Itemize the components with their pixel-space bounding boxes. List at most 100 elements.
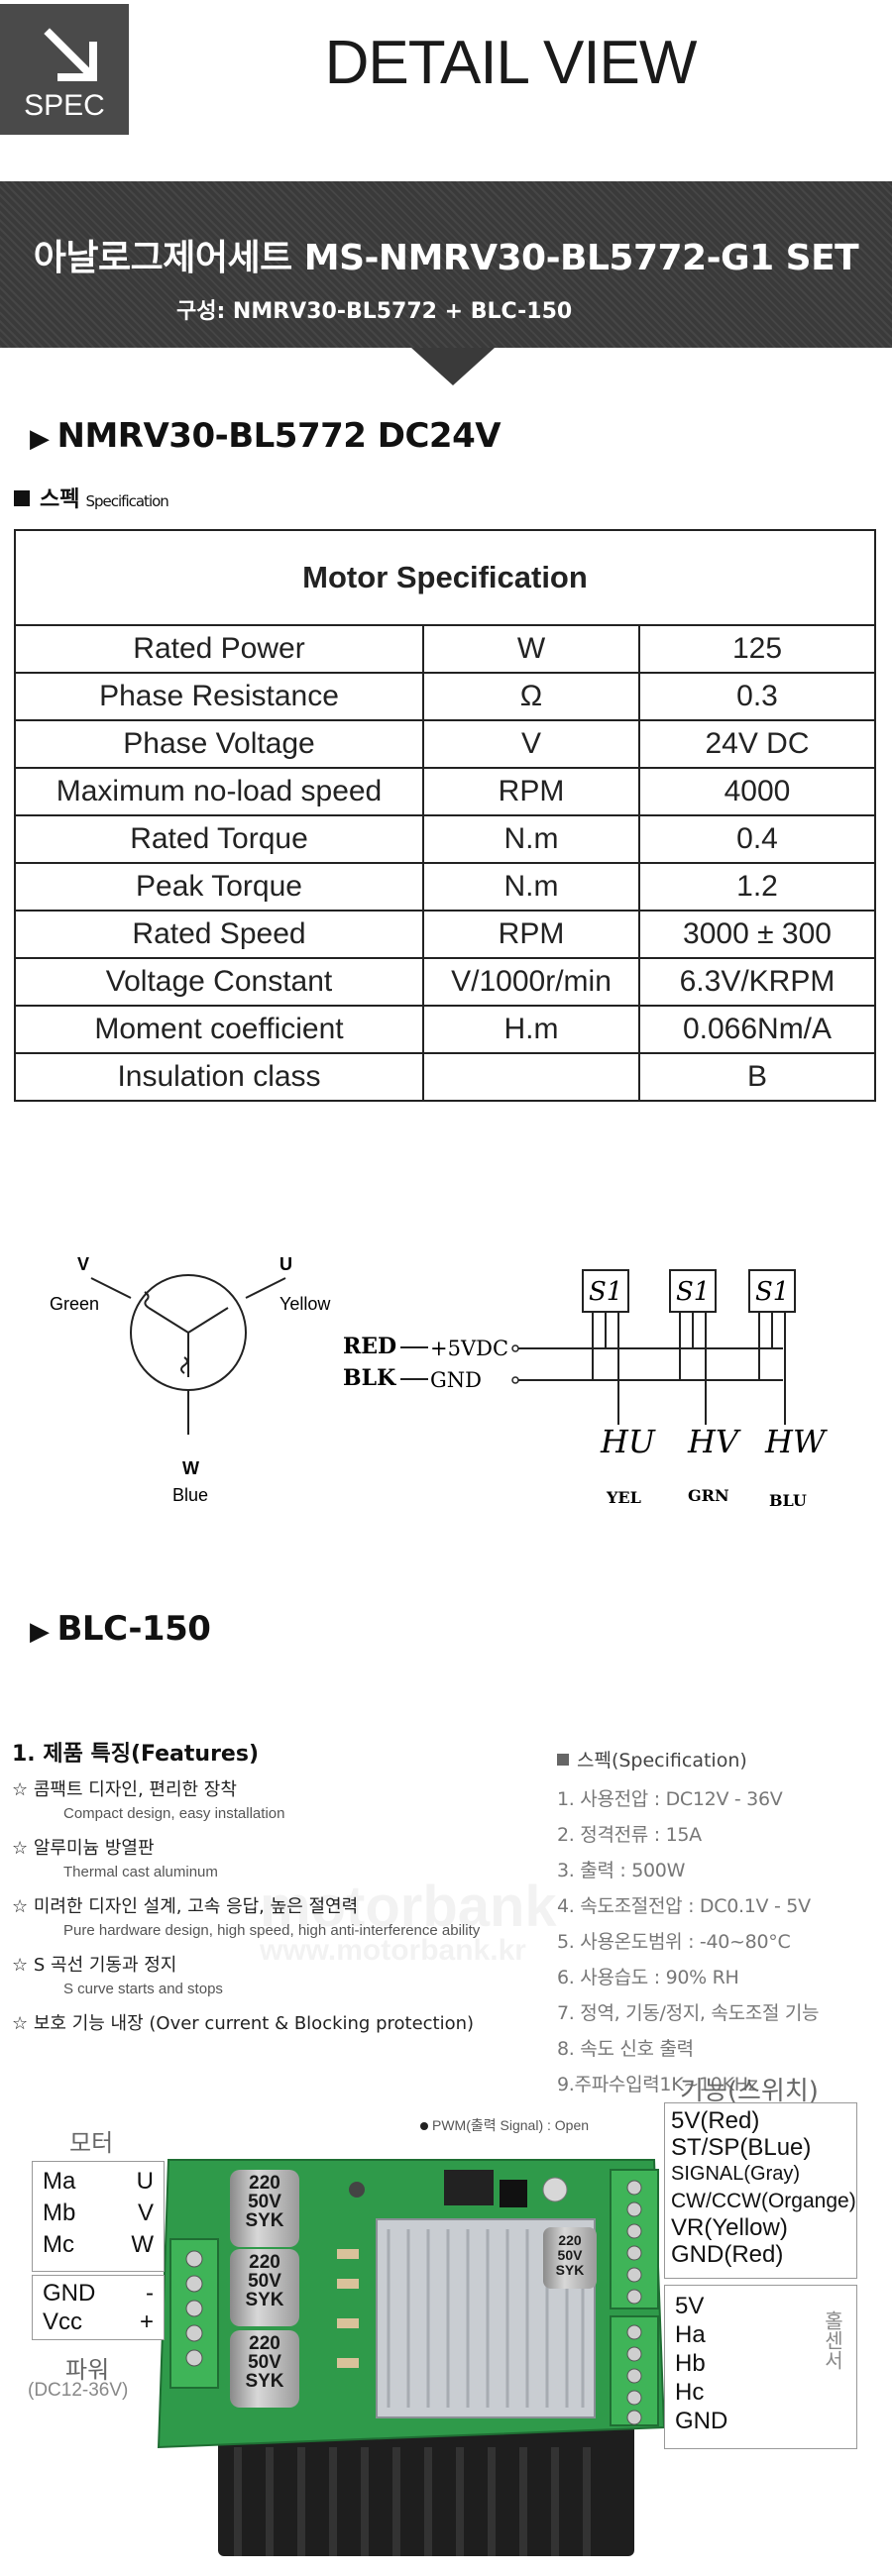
capacitor-4: 220 50V SYK [543, 2227, 597, 2289]
wire-gnd-label: GND [430, 1368, 482, 1392]
motor-heading-text: NMRV30-BL5772 DC24V [56, 416, 502, 456]
motor-terminal-box: Ma U Mb V Mc W [32, 2161, 165, 2272]
spec-value: 125 [638, 624, 876, 674]
terminal-name: GND [43, 2280, 96, 2307]
function-terminal-row: GND(Red) [671, 2241, 784, 2268]
blc-heading-text: BLC-150 [56, 1609, 211, 1649]
feature-en: S curve starts and stops [63, 1981, 223, 1997]
spec-param: Rated Power [14, 624, 424, 674]
feature-ko: ☆ 미려한 디자인 설계, 고속 응답, 높은 절연력 [12, 1896, 359, 1917]
square-bullet-icon [14, 490, 30, 506]
hall-sensor-3: S1 [748, 1269, 796, 1425]
capacitor-3: 220 50V SYK [230, 2330, 299, 2408]
spec-label-en: Specification [85, 492, 168, 510]
function-terminal-row: SIGNAL(Gray) [671, 2163, 801, 2185]
cap-voltage: 50V [248, 2352, 281, 2373]
power-label: 파워 [65, 2356, 110, 2384]
sensor-1-label: S1 [589, 1277, 622, 1307]
terminal-phase: U [136, 2168, 154, 2195]
spec-unit: RPM [422, 767, 640, 816]
blc-spec-item: 7. 정역, 기동/정지, 속도조절 기능 [557, 2002, 820, 2024]
spec-value: 1.2 [638, 862, 876, 912]
cap-brand: SYK [245, 2371, 284, 2392]
spec-label: 스펙 Specification [14, 482, 169, 513]
spec-unit: V [422, 719, 640, 769]
watermark-url: www.motorbank.kr [260, 1934, 526, 1967]
hall-yel-label: YEL [606, 1488, 641, 1507]
banner-composition: 구성: NMRV30-BL5772 + BLC-150 [176, 299, 573, 324]
watermark: motorbank www.motorbank.kr [260, 1878, 557, 1966]
capacitor-2: 220 50V SYK [230, 2249, 299, 2326]
hall-terminal-row: 5V [675, 2293, 705, 2319]
feature-en: Pure hardware design, high speed, high a… [63, 1922, 481, 1939]
terminal-name: Mb [43, 2200, 76, 2226]
spec-unit [422, 1052, 640, 1102]
spec-value: 3000 ± 300 [638, 910, 876, 959]
cap-voltage: 50V [557, 2247, 583, 2263]
blc-spec-title-text: 스펙(Specification) [577, 1750, 747, 1771]
wire-red-label: RED [343, 1334, 396, 1359]
cap-brand: SYK [245, 2210, 284, 2231]
terminal-name: Ma [43, 2168, 76, 2195]
terminal-phase: W [131, 2231, 154, 2258]
blc-section-heading: ▶BLC-150 [30, 1609, 211, 1649]
feature-item: ☆ 미려한 디자인 설계, 고속 응답, 높은 절연력 Pure hardware… [12, 1892, 547, 1939]
blc-spec-item: 6. 사용습도 : 90% RH [557, 1967, 739, 1988]
spec-badge: SPEC [0, 4, 129, 135]
terminal-name: Mc [43, 2231, 74, 2258]
blc-spec-item: 5. 사용온도범위 : -40~80°C [557, 1931, 791, 1953]
watermark-text: motorbank [260, 1875, 557, 1939]
hall-sensor-label: 홀센서 [821, 2310, 844, 2370]
spec-param: Voltage Constant [14, 957, 424, 1007]
function-terminal-row: CW/CCW(Organge) [671, 2190, 856, 2212]
hall-hu-label: HU [600, 1423, 656, 1460]
spec-unit: N.m [422, 814, 640, 864]
page-title: DETAIL VIEW [324, 29, 698, 97]
blc-spec-item: 9.주파수입력1K~10KHz [557, 2074, 758, 2095]
motor-terminal-row: Mb V [43, 2200, 154, 2231]
cap-voltage: 50V [248, 2271, 281, 2292]
cap-value: 220 [249, 2252, 280, 2273]
capacitor-1: 220 50V SYK [230, 2170, 299, 2247]
spec-table-title: Motor Specification [14, 529, 876, 626]
spec-badge-label: SPEC [24, 89, 105, 122]
spec-value: 0.4 [638, 814, 876, 864]
hall-grn-label: GRN [688, 1486, 729, 1505]
feature-en: Thermal cast aluminum [63, 1864, 218, 1880]
hall-hv-label: HV [687, 1423, 741, 1460]
hall-terminal-row: Hb [675, 2350, 706, 2377]
cap-brand: SYK [245, 2290, 284, 2310]
triangle-right-icon: ▶ [30, 1617, 50, 1647]
wire-yellow-label: Yellow [279, 1294, 331, 1314]
motor-label: 모터 [69, 2129, 114, 2157]
terminal-polarity: + [139, 2308, 154, 2335]
blc-spec-item: 3. 출력 : 500W [557, 1860, 686, 1881]
power-terminal-row: GND- [43, 2280, 154, 2308]
hall-terminal-row: GND [675, 2408, 728, 2434]
cap-value: 220 [249, 2333, 280, 2354]
function-switch-label: 기능(스위치) [680, 2077, 819, 2106]
wire-w-label: W [182, 1458, 199, 1478]
hall-hw-label: HW [764, 1423, 829, 1460]
spec-param: Maximum no-load speed [14, 767, 424, 816]
function-switch-box: 5V(Red)ST/SP(BLue)SIGNAL(Gray)CW/CCW(Org… [664, 2102, 857, 2279]
banner-title: 아날로그제어세트 MS-NMRV30-BL5772-G1 SET [33, 238, 859, 278]
cap-value: 220 [558, 2232, 582, 2248]
wire-blue-label: Blue [172, 1485, 208, 1505]
sensor-2-label: S1 [676, 1277, 710, 1307]
hall-sensor-2: S1 [669, 1269, 717, 1425]
feature-en: Compact design, easy installation [63, 1805, 285, 1822]
blc-spec-item: 4. 속도조절전압 : DC0.1V - 5V [557, 1895, 811, 1917]
terminal-phase: V [137, 2200, 154, 2226]
spec-param: Phase Resistance [14, 672, 424, 721]
